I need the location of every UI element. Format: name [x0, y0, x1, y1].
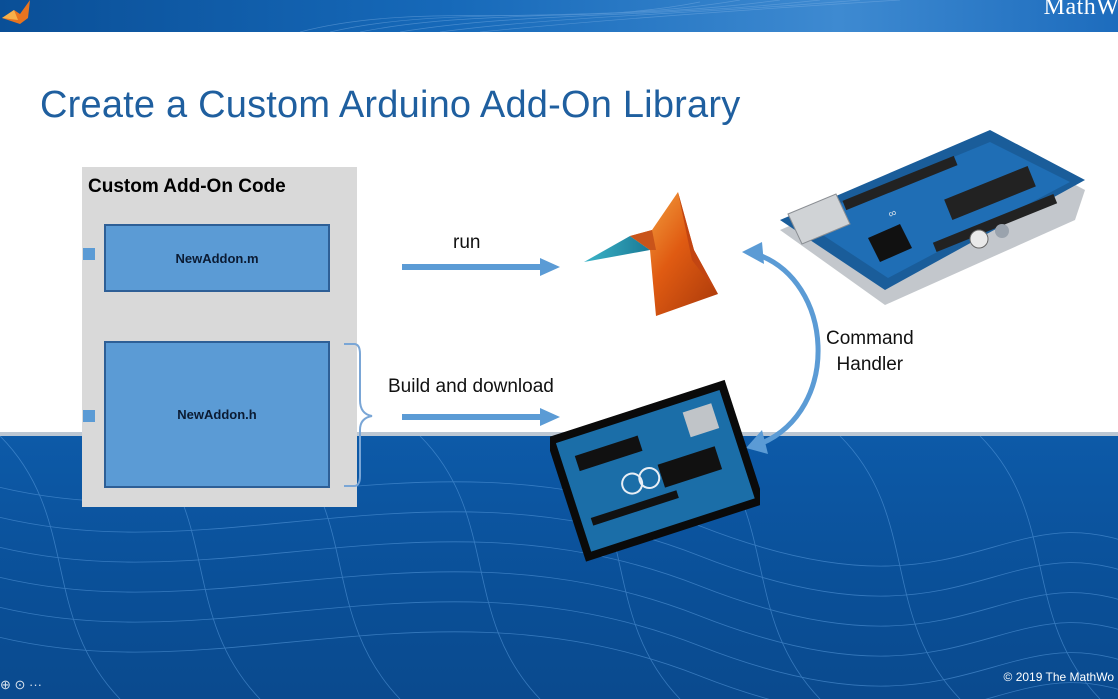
- matlab-logo-icon: [584, 192, 718, 316]
- run-arrow: [402, 258, 560, 276]
- top-banner: MathWo: [0, 0, 1118, 32]
- svg-text:∞: ∞: [887, 207, 899, 221]
- command-label-line1: Command: [826, 328, 914, 349]
- file-box-newaddon-m: NewAddon.m: [104, 224, 330, 292]
- file-label-h: NewAddon.h: [177, 407, 257, 422]
- file-h-bracket: [344, 343, 373, 487]
- command-label-line2: Handler: [836, 354, 904, 375]
- brand-name: MathWo: [1043, 0, 1118, 20]
- build-arrow: [402, 408, 560, 426]
- banner-wave-pattern: [299, 0, 901, 32]
- mathworks-logo-icon: [2, 0, 30, 24]
- slide-title: Create a Custom Arduino Add-On Library: [40, 84, 741, 126]
- arduino-board-photo: ∞: [780, 130, 1085, 305]
- code-panel-title: Custom Add-On Code: [88, 176, 286, 197]
- player-controls[interactable]: ⊕ ⊙ ···: [0, 677, 42, 692]
- file-label-m: NewAddon.m: [175, 250, 259, 266]
- file-box-newaddon-h: NewAddon.h: [104, 341, 330, 488]
- arduino-board-icon: [550, 379, 760, 562]
- command-handler-label: Command Handler: [826, 326, 914, 378]
- file-h-connector: [83, 410, 95, 422]
- copyright-text: © 2019 The MathWo: [1003, 670, 1114, 684]
- build-download-label: Build and download: [388, 376, 554, 397]
- file-m-connector: [83, 248, 95, 260]
- run-label: run: [453, 232, 481, 253]
- command-handler-arc-arrow: [742, 242, 821, 454]
